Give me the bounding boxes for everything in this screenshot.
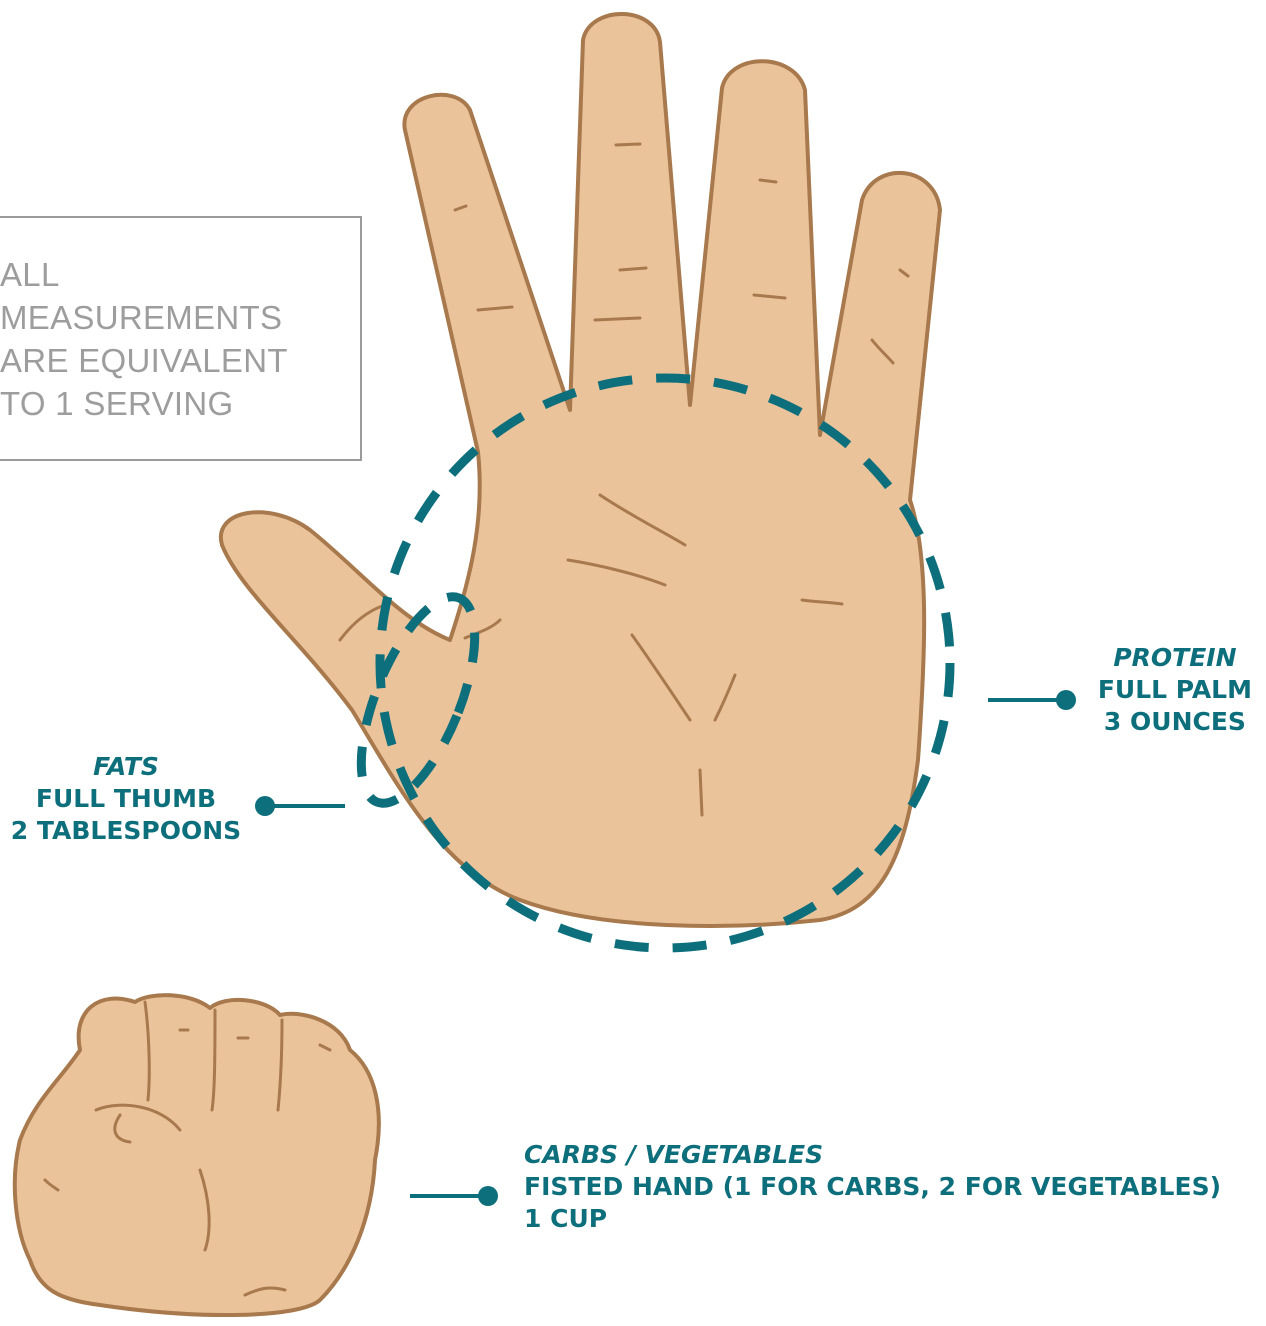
serving-note-line: ARE EQUIVALENT bbox=[0, 339, 288, 382]
serving-note-line: TO 1 SERVING bbox=[0, 382, 288, 425]
fist-shape bbox=[15, 995, 379, 1315]
protein-amount: 3 OUNCES bbox=[1098, 706, 1252, 738]
carbs-category: CARBS / VEGETABLES bbox=[524, 1139, 1221, 1171]
protein-category: PROTEIN bbox=[1098, 642, 1252, 674]
serving-note-line: ALL bbox=[0, 253, 288, 296]
fats-label: FATS FULL THUMB 2 TABLESPOONS bbox=[8, 751, 244, 847]
open-hand-shape bbox=[221, 14, 940, 926]
fats-measure: FULL THUMB bbox=[8, 783, 244, 815]
fats-category: FATS bbox=[8, 751, 244, 783]
open-hand-illustration bbox=[221, 14, 940, 926]
fats-amount: 2 TABLESPOONS bbox=[8, 815, 244, 847]
serving-note: ALL MEASUREMENTS ARE EQUIVALENT TO 1 SER… bbox=[0, 253, 288, 425]
carbs-connector bbox=[410, 1186, 498, 1206]
protein-connector bbox=[988, 690, 1076, 710]
protein-measure: FULL PALM bbox=[1098, 674, 1252, 706]
carbs-measure: FISTED HAND (1 FOR CARBS, 2 FOR VEGETABL… bbox=[524, 1171, 1221, 1203]
carbs-label: CARBS / VEGETABLES FISTED HAND (1 FOR CA… bbox=[524, 1139, 1221, 1235]
fats-connector bbox=[255, 796, 345, 816]
serving-note-line: MEASUREMENTS bbox=[0, 296, 288, 339]
carbs-amount: 1 CUP bbox=[524, 1203, 1221, 1235]
protein-label: PROTEIN FULL PALM 3 OUNCES bbox=[1098, 642, 1252, 738]
fist-illustration bbox=[15, 995, 379, 1315]
